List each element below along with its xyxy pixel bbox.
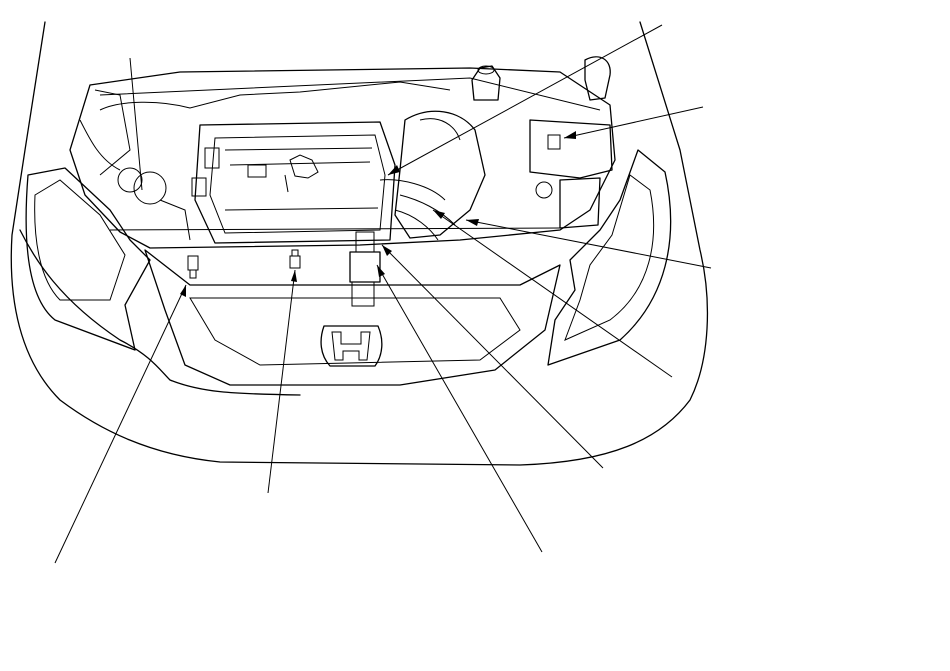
arrowhead-5 (433, 210, 445, 219)
engine-valve-cover (191, 121, 396, 244)
leader-line-4 (465, 219, 712, 269)
sensor-left (187, 255, 199, 279)
front-grille (144, 249, 561, 386)
oil-filler-cap (284, 154, 319, 193)
left-headlight (25, 167, 151, 351)
coolant-reservoir (584, 56, 611, 101)
leader-arrowheads (180, 131, 576, 297)
arrowhead-4 (466, 219, 479, 226)
arrowhead-2 (388, 165, 400, 175)
honda-emblem (320, 325, 383, 367)
arrowhead-8 (291, 270, 297, 282)
leader-line-6 (381, 244, 604, 469)
sensor-center (289, 249, 301, 269)
arrowhead-3 (564, 131, 576, 139)
radiator-support (69, 67, 616, 249)
hood-outline (10, 21, 709, 466)
air-intake-duct (379, 110, 486, 241)
right-headlight (547, 149, 672, 366)
leader-line-8 (267, 269, 296, 494)
radiator-cap (117, 167, 167, 205)
leader-line-9 (54, 284, 187, 564)
arrowhead-7 (377, 265, 385, 277)
throttle-body-assembly (349, 231, 381, 307)
arrowhead-9 (180, 285, 186, 297)
arrowhead-6 (382, 245, 392, 256)
brake-fluid-reservoir (471, 65, 501, 101)
leader-line-3 (563, 106, 704, 139)
leader-line-2 (387, 24, 663, 176)
leader-line-1 (129, 57, 143, 191)
leader-line-7 (376, 264, 543, 553)
battery (535, 177, 601, 229)
left-hose (79, 89, 191, 241)
leader-lines (54, 24, 712, 564)
fuse-box (529, 119, 613, 179)
leader-line-5 (432, 209, 673, 378)
